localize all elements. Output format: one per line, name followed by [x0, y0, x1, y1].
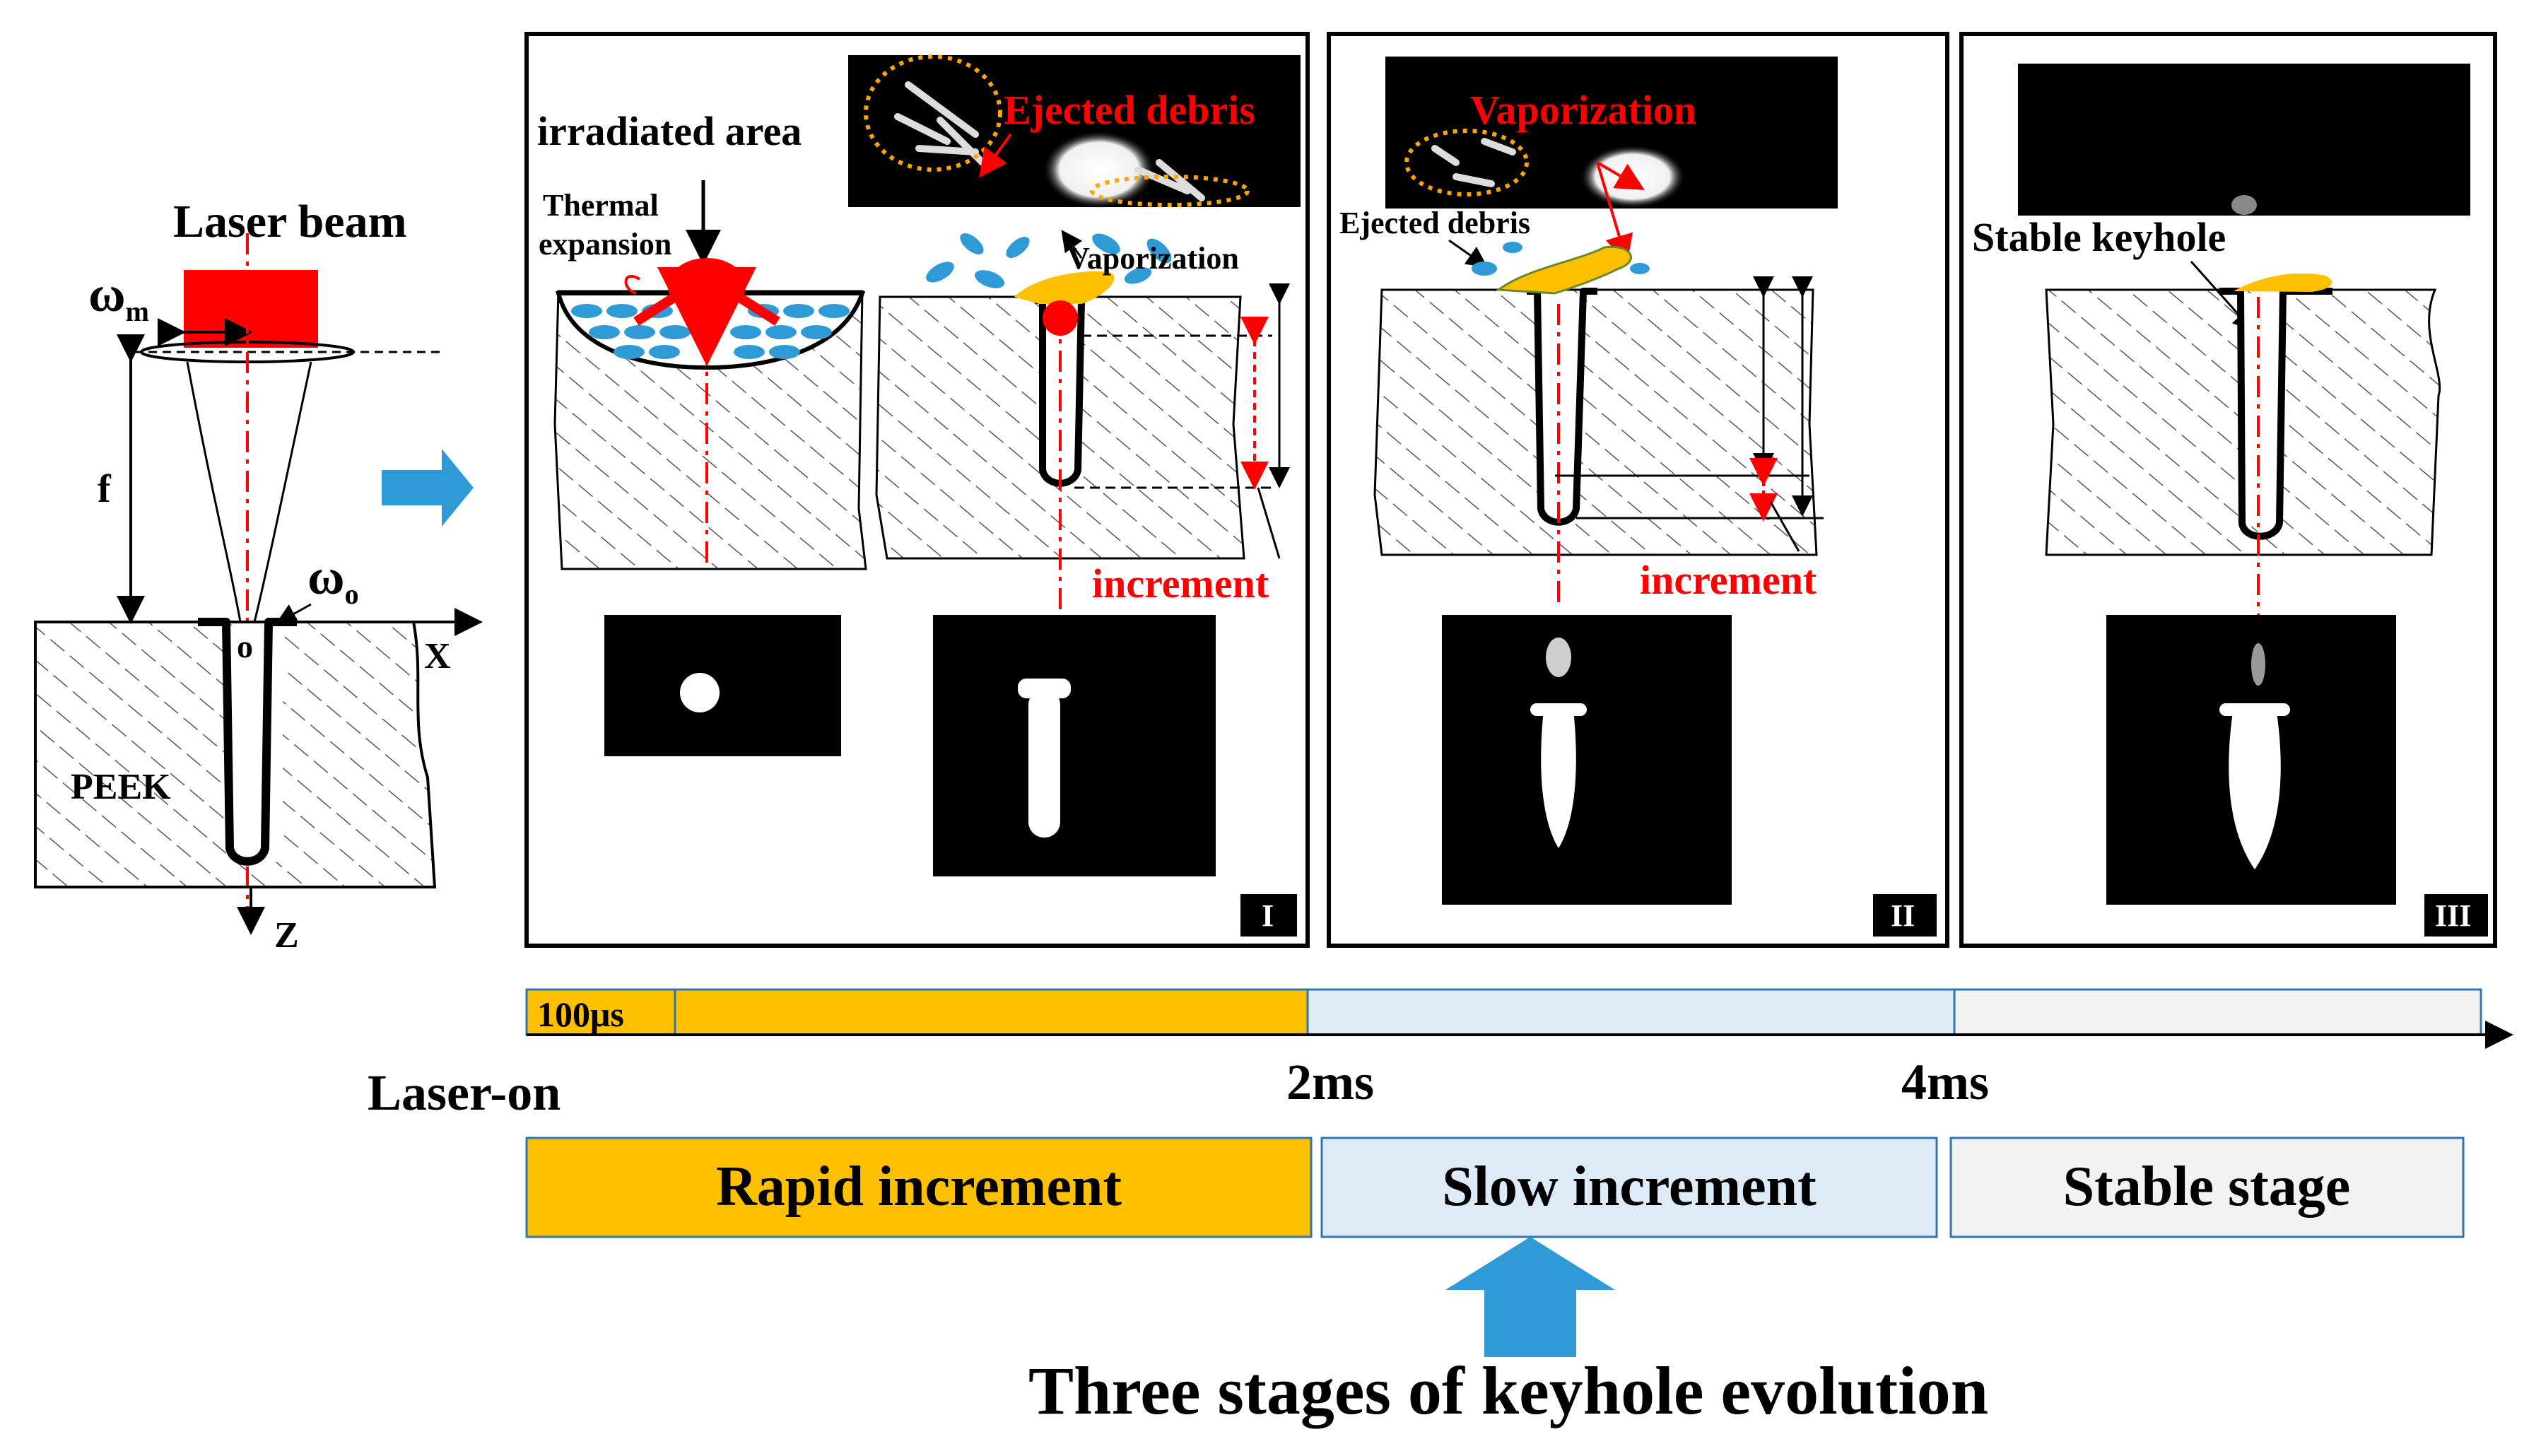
panel-1b-melt	[1014, 271, 1115, 304]
timeline-100us-label: 100μs	[537, 994, 624, 1034]
panel-1a-curl	[624, 274, 641, 295]
panel-1b-increment-pointer	[1257, 487, 1281, 559]
panel-1-plume	[1043, 131, 1156, 209]
panel-1-image-spot	[604, 615, 841, 756]
panel-2-image-keyhole-glow	[1541, 703, 1576, 848]
panel-3-image-plume	[2251, 643, 2265, 686]
panel-3-roman-label: III	[2435, 898, 2471, 933]
panel-1b-droplets	[926, 233, 1172, 288]
peek-label: PEEK	[71, 767, 171, 807]
stage-rapid-box	[525, 1137, 1313, 1238]
z-axis-label: Z	[274, 915, 299, 956]
panel-1-image-spot-glow	[680, 673, 720, 712]
panel-2-melt	[1495, 245, 1632, 295]
timeline-segment-rapid	[525, 988, 1309, 1036]
stage-slow-label: Slow increment	[1442, 1156, 1817, 1218]
panel-2-vaporization-label: Vaporization	[1470, 87, 1696, 133]
panel-2-streaks	[1431, 138, 1516, 187]
laser-beam-label: Laser beam	[173, 196, 407, 247]
expansion-label: expansion	[539, 227, 671, 262]
panel-1-vaporization-label: Vaporization	[1067, 241, 1239, 276]
panel-2-plume	[1580, 145, 1686, 209]
panel-2-roman-label: II	[1891, 898, 1915, 933]
stable-keyhole-label: Stable keyhole	[1972, 214, 2226, 260]
panel-2-increment-label: increment	[1640, 557, 1817, 603]
panel-3-image-keyhole-glow	[2229, 707, 2281, 869]
keyhole-left	[198, 618, 297, 866]
origin-label: o	[237, 628, 253, 664]
panel-1-debris-arrow	[979, 133, 1012, 178]
irradiated-area-label: irradiated area	[537, 108, 802, 154]
panel-1-ejected-debris-label: Ejected debris	[1004, 87, 1255, 133]
stage-stable-box	[1949, 1137, 2465, 1238]
panel-1-roman-label: I	[1262, 898, 1274, 933]
stage-slow-box	[1320, 1137, 1938, 1238]
panel-2: Vaporization Ejected debris increment II	[1327, 32, 1949, 948]
panel-2-debris-arrow	[1448, 239, 1488, 268]
thermal-label: Thermal	[543, 188, 659, 223]
stage-boxes: Rapid increment Slow increment Stable st…	[525, 1137, 2465, 1238]
keyhole-left-white	[226, 626, 283, 862]
panel-1-image-keyhole-top	[1018, 679, 1071, 698]
process-arrow-icon	[382, 449, 474, 527]
time-4ms-label: 4ms	[1901, 1054, 1989, 1110]
panel-3-keyhole-white	[2241, 293, 2279, 527]
panel-3-plume	[2231, 195, 2257, 215]
timeline-segment-stable	[1953, 988, 2482, 1036]
panel-2-droplets	[1472, 242, 1650, 276]
panel-1-streaks	[894, 81, 1205, 201]
focal-length-label: f	[98, 467, 112, 511]
omega-m-label: ωm	[88, 266, 149, 327]
panel-3-keyhole	[2219, 288, 2332, 540]
panel-2-image-plume	[1546, 638, 1571, 677]
time-2ms-label: 2ms	[1286, 1054, 1374, 1110]
laser-source	[184, 270, 318, 348]
panel-3-melt	[2234, 273, 2332, 292]
panel-2-image-keyhole-top	[1530, 703, 1587, 716]
timeline-segment-slow	[1306, 988, 1956, 1036]
laser-on-label: Laser-on	[368, 1064, 561, 1121]
panel-3-image-keyhole-top	[2219, 703, 2290, 716]
timeline: 100μs Laser-on 2ms 4ms	[368, 988, 2513, 1121]
panel-1b-vapor-arrow	[1061, 230, 1083, 259]
panel-1-image-keyhole-glow	[1028, 689, 1060, 838]
x-axis-label: X	[424, 636, 451, 676]
panel-1-debris-outline	[864, 54, 1002, 172]
panel-2-vapor-arrow-b	[1596, 161, 1645, 191]
panel-1-increment-label: increment	[1092, 560, 1269, 606]
panel-2-image-keyhole	[1442, 615, 1732, 905]
panel-1b-keyhole	[1035, 297, 1085, 487]
omega-0-label: ωo	[307, 548, 359, 610]
panel-3: Stable keyhole III	[1959, 32, 2497, 948]
panel-1-image-keyhole	[933, 615, 1216, 876]
panel-2-roman-box	[1873, 894, 1937, 937]
panel-3-roman-box	[2424, 894, 2488, 937]
panel-1: Ejected debris irradiated area Thermal e…	[524, 32, 1310, 948]
caption: Three stages of keyhole evolution	[1028, 1353, 1988, 1428]
panel-3-top-image	[2018, 64, 2470, 216]
panel-2-workpiece	[1373, 288, 1818, 556]
beam-envelope	[186, 361, 312, 623]
panel-1-debris-outline-2	[1090, 175, 1250, 207]
stage-rapid-label: Rapid increment	[716, 1156, 1122, 1218]
panel-1-roman-box	[1240, 894, 1297, 937]
left-schematic: Laser beam ωm f ωo o X PEEK Z	[34, 196, 483, 956]
stage-stable-label: Stable stage	[2063, 1156, 2351, 1218]
stage-pointer-arrow-icon	[1445, 1237, 1615, 1357]
panel-2-vapor-arrow-a	[1596, 162, 1633, 264]
panel-2-increment-pointer	[1769, 501, 1800, 552]
panel-2-ejected-debris-label: Ejected debris	[1339, 206, 1530, 240]
panel-2-debris-outline	[1404, 129, 1529, 196]
